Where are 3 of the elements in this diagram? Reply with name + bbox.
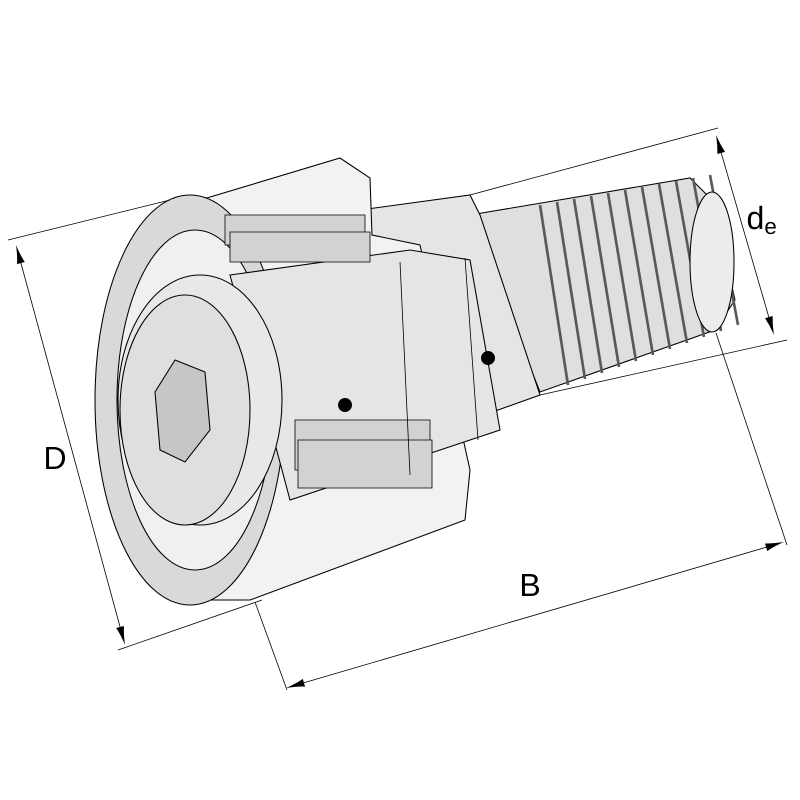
dimension-label: D [46, 447, 66, 470]
dimension-label: d$_{e}$ [748, 206, 776, 234]
dimension-label: B [522, 574, 539, 596]
